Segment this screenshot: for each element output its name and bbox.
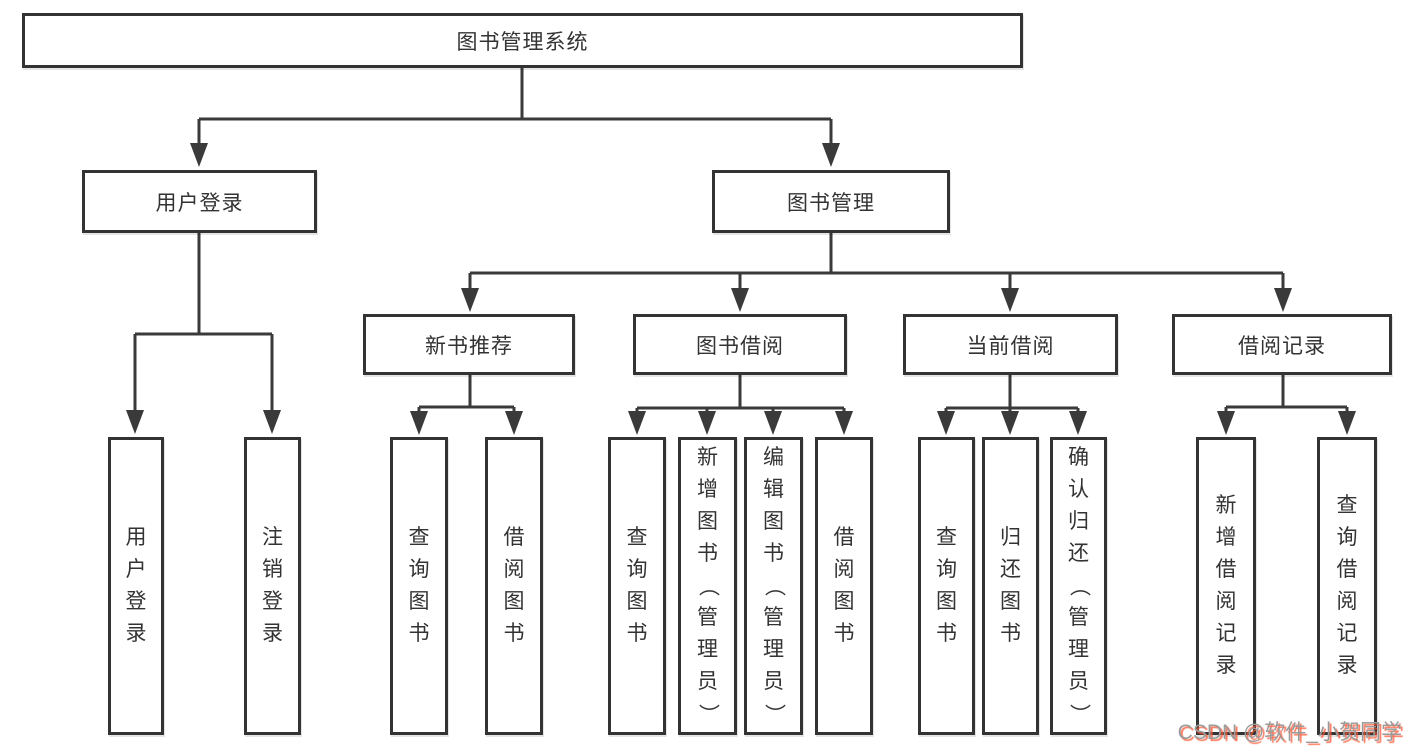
leaf-borrow-books: 借阅图书 (815, 437, 873, 735)
node-label: 图书管理系统 (456, 30, 589, 54)
leaf-label: 借阅图书 (503, 526, 525, 645)
leaf-label: 查询图书 (626, 526, 648, 645)
leaf-logout: 注销登录 (244, 437, 301, 735)
node-label: 用户登录 (155, 191, 244, 215)
leaf-query-borrow-record: 查询借阅记录 (1317, 437, 1377, 735)
node-current-borrow: 当前借阅 (903, 314, 1118, 375)
node-book-management: 图书管理 (712, 170, 950, 233)
leaf-add-books-admin: 新增图书（管理员） (678, 437, 737, 735)
leaf-add-borrow-record: 新增借阅记录 (1196, 437, 1256, 735)
leaf-label: 确认归还（管理员） (1067, 446, 1091, 725)
leaf-label: 新增借阅记录 (1215, 494, 1237, 677)
node-label: 当前借阅 (966, 334, 1055, 358)
leaf-label: 查询图书 (408, 526, 430, 645)
leaf-label: 用户登录 (125, 526, 147, 645)
node-new-book-recommend: 新书推荐 (363, 314, 575, 375)
leaf-return-books: 归还图书 (982, 437, 1039, 735)
leaf-label: 借阅图书 (833, 526, 855, 645)
leaf-label: 查询借阅记录 (1336, 494, 1358, 677)
leaf-confirm-return-admin: 确认归还（管理员） (1050, 437, 1107, 735)
leaf-query-books-borrow: 查询图书 (608, 437, 666, 735)
node-user-login: 用户登录 (82, 170, 317, 233)
leaf-label: 新增图书（管理员） (696, 446, 720, 725)
node-label: 图书管理 (787, 191, 875, 215)
leaf-user-login: 用户登录 (108, 437, 164, 735)
leaf-label: 注销登录 (262, 526, 283, 645)
node-label: 新书推荐 (425, 334, 513, 358)
leaf-label: 归还图书 (1000, 526, 1021, 645)
leaf-borrow-books-recommend: 借阅图书 (485, 437, 543, 735)
node-borrow-record: 借阅记录 (1172, 314, 1392, 375)
node-label: 图书借阅 (696, 334, 784, 358)
leaf-label: 查询图书 (936, 526, 957, 645)
leaf-query-books-recommend: 查询图书 (390, 437, 448, 735)
csdn-watermark: CSDN @软件_小贺同学 (1177, 721, 1402, 744)
node-book-management-system: 图书管理系统 (22, 13, 1023, 68)
leaf-label: 编辑图书（管理员） (762, 446, 786, 725)
node-book-borrow: 图书借阅 (633, 314, 847, 375)
leaf-edit-books-admin: 编辑图书（管理员） (744, 437, 803, 735)
node-label: 借阅记录 (1238, 334, 1326, 358)
leaf-query-books-current: 查询图书 (918, 437, 975, 735)
